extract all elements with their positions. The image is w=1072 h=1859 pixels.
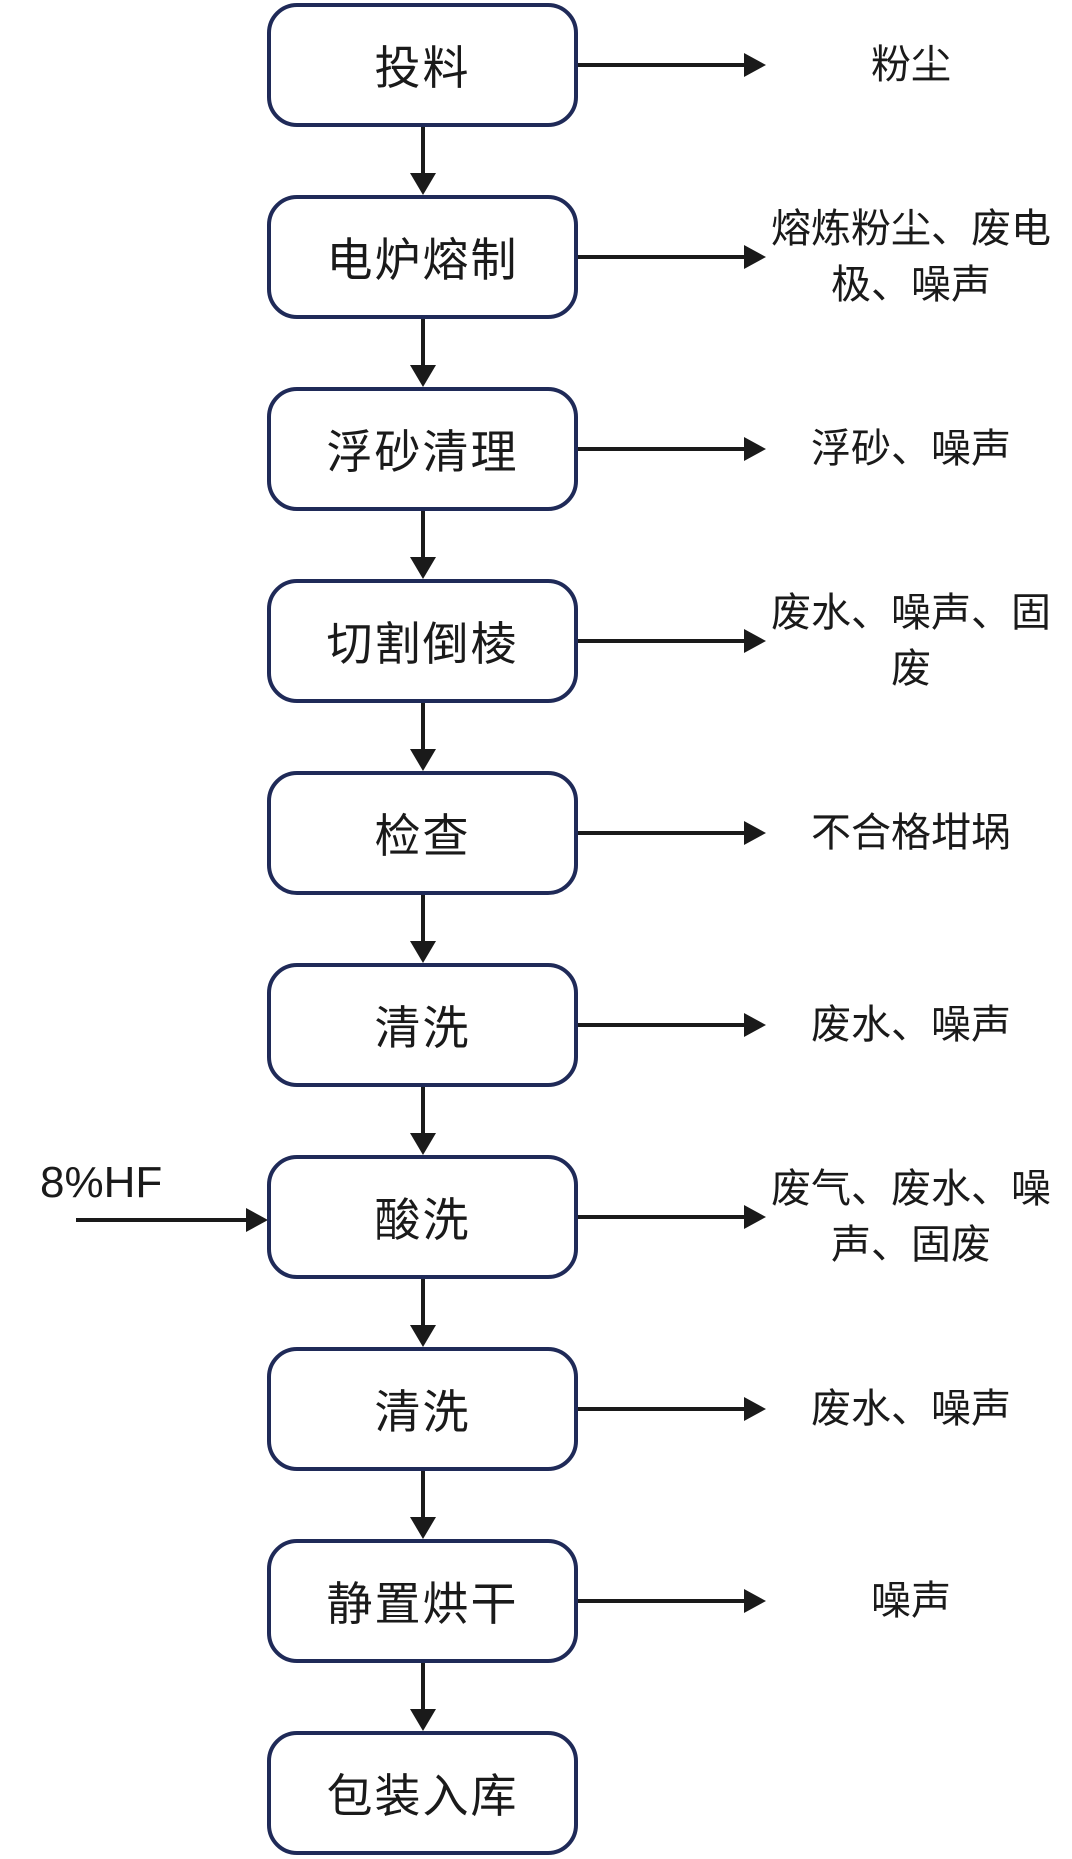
arrow-down-icon [410,749,436,771]
arrow-right-icon [744,629,766,653]
process-step-box: 静置烘干 [267,1539,578,1663]
arrow-right-icon [744,53,766,77]
flow-connector-line [421,1663,425,1709]
flow-connector-line [421,703,425,749]
input-arrow-line [76,1218,248,1222]
process-step-label: 静置烘干 [326,1578,519,1630]
process-step-box: 清洗 [267,1347,578,1471]
output-label: 废气、废水、噪声、固废 [771,1167,1051,1267]
input-label: 8%HF [40,1158,163,1207]
arrow-down-icon [410,365,436,387]
process-step-label: 清洗 [374,1002,471,1054]
process-step-box: 电炉熔制 [267,195,578,319]
flow-connector-line [421,1279,425,1325]
flow-connector-line [421,511,425,557]
process-step-box: 切割倒棱 [267,579,578,703]
output-label: 噪声 [871,1579,951,1623]
process-step-box: 清洗 [267,963,578,1087]
arrow-right-icon [744,245,766,269]
output-label: 熔炼粉尘、废电极、噪声 [771,207,1051,307]
output-arrow-line [578,63,744,67]
flow-connector-line [421,1087,425,1133]
process-step-label: 清洗 [374,1386,471,1438]
output-arrow-line [578,1407,744,1411]
process-step-label: 电炉熔制 [326,234,519,286]
arrow-down-icon [410,173,436,195]
output-arrow-line [578,255,744,259]
process-step-label: 检查 [374,810,471,862]
output-label: 废水、噪声 [811,1387,1011,1431]
output-arrow-line [578,1215,744,1219]
process-step-label: 切割倒棱 [326,618,519,670]
process-step-label: 酸洗 [374,1194,471,1246]
output-label: 浮砂、噪声 [811,427,1011,471]
process-step-box: 浮砂清理 [267,387,578,511]
flow-connector-line [421,127,425,173]
output-label: 不合格坩埚 [811,811,1011,855]
process-step-label: 浮砂清理 [326,426,519,478]
process-step-box: 包装入库 [267,1731,578,1855]
flow-connector-line [421,1471,425,1517]
arrow-right-icon [744,1205,766,1229]
arrow-right-icon [246,1208,268,1232]
process-step-label: 投料 [374,42,471,94]
output-arrow-line [578,831,744,835]
flow-connector-line [421,895,425,941]
process-step-box: 酸洗 [267,1155,578,1279]
arrow-right-icon [744,437,766,461]
output-arrow-line [578,639,744,643]
arrow-down-icon [410,1133,436,1155]
output-label: 废水、噪声、固废 [771,591,1051,691]
arrow-right-icon [744,821,766,845]
process-step-label: 包装入库 [326,1770,519,1822]
arrow-right-icon [744,1397,766,1421]
process-step-box: 检查 [267,771,578,895]
arrow-right-icon [744,1013,766,1037]
flow-connector-line [421,319,425,365]
process-step-box: 投料 [267,3,578,127]
output-arrow-line [578,447,744,451]
arrow-down-icon [410,1517,436,1539]
arrow-down-icon [410,1325,436,1347]
arrow-down-icon [410,1709,436,1731]
output-arrow-line [578,1023,744,1027]
output-label: 粉尘 [871,43,951,87]
arrow-down-icon [410,941,436,963]
arrow-down-icon [410,557,436,579]
output-arrow-line [578,1599,744,1603]
output-label: 废水、噪声 [811,1003,1011,1047]
arrow-right-icon [744,1589,766,1613]
